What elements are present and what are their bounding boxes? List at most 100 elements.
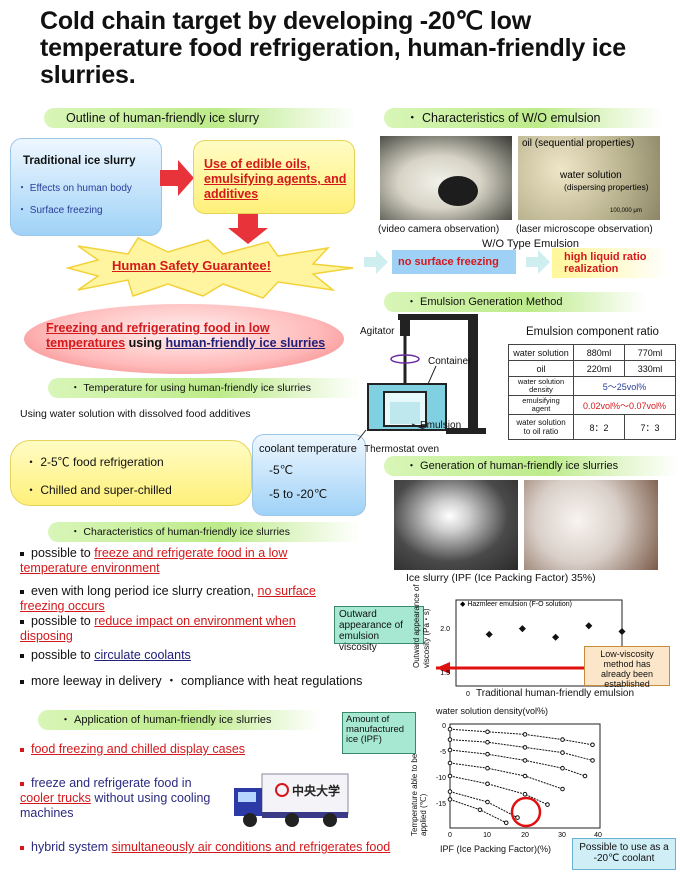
- temperature-box: ・ 2-5℃ food refrigeration ・ Chilled and …: [10, 440, 252, 506]
- arrow-right-icon: [526, 250, 550, 274]
- temperature-item: ・ 2-5℃ food refrigeration: [25, 455, 164, 469]
- traditional-item: ・ Effects on human body: [17, 183, 132, 194]
- data-point: [560, 786, 565, 792]
- water-sub: (dispersing properties): [564, 182, 649, 192]
- generation-banner: ・ Generation of human-friendly ice slurr…: [384, 456, 678, 476]
- series-line: [449, 739, 593, 761]
- data-point: [447, 773, 453, 779]
- series-line: [449, 775, 548, 806]
- application-item: food freezing and chilled display cases: [20, 742, 330, 757]
- video-camera-photo: [380, 136, 512, 220]
- data-point: [485, 781, 490, 787]
- y-tick: 2.0: [440, 626, 450, 633]
- x-tick: 0: [448, 832, 452, 839]
- coolant-box: coolant temperature -5℃ -5 to -20℃: [252, 434, 366, 516]
- x-tick: 10: [483, 832, 491, 839]
- ipf-chart: 0 -5 -10 -15 0 10 20 30 40: [436, 723, 602, 839]
- characteristic-item: possible to circulate coolants: [20, 648, 330, 663]
- data-point: [560, 750, 565, 755]
- data-point: [518, 625, 526, 633]
- page-title: Cold chain target by developing -20℃ low…: [40, 7, 626, 89]
- data-point: [560, 737, 565, 742]
- safety-burst-icon: [65, 237, 354, 299]
- y-tick: 1.5: [440, 670, 450, 677]
- data-point: [447, 797, 453, 802]
- plot-frame: [455, 599, 623, 687]
- application-banner: ・ Application of human-friendly ice slur…: [38, 710, 320, 730]
- goal-text: Freezing and refrigerating food in low t…: [46, 321, 326, 350]
- goal-ellipse: [24, 304, 344, 374]
- agitator-label: Agitator: [360, 326, 395, 337]
- data-point: [582, 773, 588, 779]
- y-tick: 0: [442, 723, 446, 730]
- viscosity-xlabel: water solution density(vol%): [436, 706, 549, 716]
- arrow-right-icon: [160, 160, 194, 196]
- data-point: [585, 622, 593, 630]
- data-point: [618, 627, 626, 636]
- low-viscosity-callout: Low-viscosity method has already been es…: [584, 646, 670, 689]
- arrow-down-icon: [228, 214, 268, 244]
- microscope-caption: (laser microscope observation): [516, 224, 653, 235]
- viscosity-ylabel: Outward appearance of viscosity (Pa・s): [412, 584, 431, 668]
- data-point: [522, 758, 528, 763]
- data-point: [485, 799, 490, 805]
- temperature-note: Using water solution with dissolved food…: [20, 408, 251, 420]
- application-item: hybrid system simultaneously air conditi…: [20, 840, 440, 855]
- coolant-callout: Possible to use as a -20℃ coolant: [572, 838, 676, 870]
- thermostat-label: Thermostat oven: [364, 444, 440, 455]
- emulsion-apparatus-diagram: [357, 314, 486, 441]
- traditional-title: Traditional ice slurry: [23, 155, 136, 167]
- laser-microscope-photo: oil (sequential properties) water soluti…: [518, 136, 660, 220]
- scale-label: 100,000 μm: [610, 208, 642, 214]
- temperature-item: ・ Chilled and super-chilled: [25, 483, 172, 497]
- data-point: [590, 742, 595, 748]
- data-point: [485, 630, 493, 638]
- highlight-circle: [510, 796, 542, 828]
- data-point: [447, 747, 453, 753]
- characteristic-item: more leeway in delivery ・ compliance wit…: [20, 674, 390, 689]
- x-tick: 40: [594, 832, 602, 839]
- generation-caption: Ice slurry (IPF (Ice Packing Factor) 35%…: [406, 572, 596, 584]
- coolant-title: coolant temperature: [259, 443, 357, 455]
- series-line: [449, 749, 586, 777]
- y-tick: -15: [436, 801, 446, 808]
- safety-text: Human Safety Guarantee!: [112, 258, 271, 273]
- data-point: [590, 758, 595, 763]
- data-point: [522, 732, 528, 737]
- no-surface-freezing: no surface freezing: [392, 250, 516, 274]
- data-point: [447, 737, 453, 742]
- data-point: [503, 820, 509, 826]
- y-tick: -5: [440, 749, 446, 756]
- characteristics-banner: ・ Characteristics of human-friendly ice …: [48, 522, 360, 542]
- coolant-value: -5 to -20℃: [269, 487, 328, 501]
- ipf-box: Amount of manufactured ice (IPF): [342, 712, 416, 754]
- series-line: [449, 791, 518, 819]
- data-point: [515, 815, 520, 820]
- data-point: [545, 802, 550, 807]
- high-liquid-ratio: high liquid ratio realization: [552, 248, 670, 278]
- temperature-banner: ・ Temperature for using human-friendly i…: [48, 378, 360, 398]
- ipf-ylabel: Temperature able to be applied (℃): [410, 753, 428, 836]
- ipf-xlabel: IPF (Ice Packing Factor)(%): [440, 844, 552, 854]
- data-point: [447, 726, 453, 732]
- data-point: [447, 760, 453, 766]
- data-point: [560, 765, 565, 771]
- traditional-item: ・ Surface freezing: [17, 205, 103, 216]
- data-point: [477, 807, 483, 813]
- data-point: [552, 633, 560, 641]
- data-point: [522, 773, 528, 779]
- truck-icon: [234, 773, 349, 827]
- container-label: Container: [428, 356, 472, 367]
- traditional-box: Traditional ice slurry ・ Effects on huma…: [10, 138, 162, 236]
- ice-slurry-closeup-photo: [524, 480, 658, 570]
- video-caption: (video camera observation): [378, 224, 500, 235]
- data-point: [485, 729, 490, 735]
- legend-text: ◆ Hazmleer emulsion (F-O solution): [460, 601, 572, 608]
- coolant-value: -5℃: [269, 463, 294, 477]
